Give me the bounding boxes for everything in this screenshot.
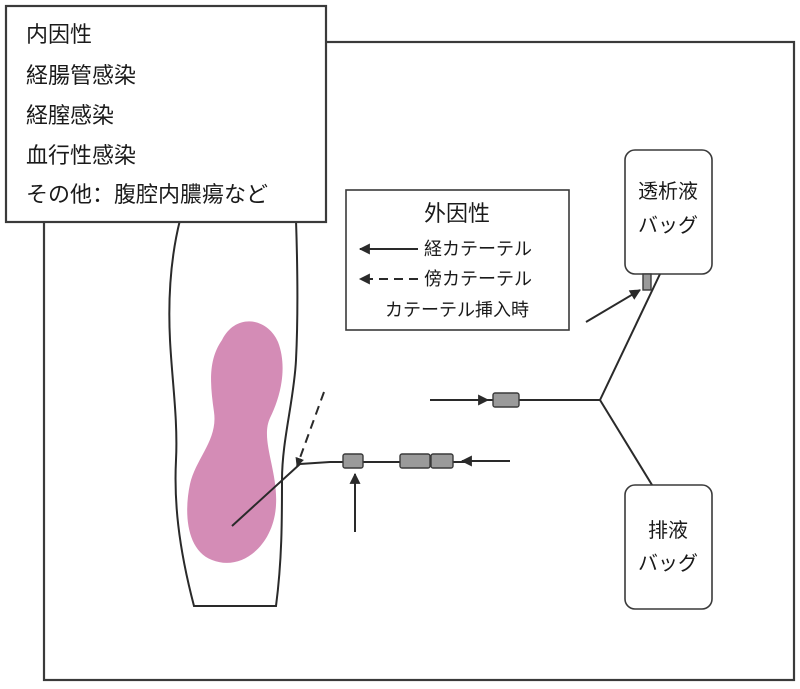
dialysate-bag-label-1: 透析液 xyxy=(638,179,698,203)
catheter-connector-2b xyxy=(430,453,454,469)
catheter-line xyxy=(231,461,600,527)
drain-bag-label-2: バッグ xyxy=(638,551,698,575)
body-outline xyxy=(168,219,299,607)
legend-solid-label: 経カテーテル xyxy=(424,239,532,260)
outer-frame xyxy=(42,40,796,682)
endogenous-item: 血行性感染 xyxy=(26,144,136,169)
endogenous-item: 経腸管感染 xyxy=(26,64,136,89)
y-connector-to-dialysate xyxy=(599,273,661,401)
endogenous-item: その他：腹腔内膿瘍など xyxy=(26,183,268,208)
exogenous-legend-box xyxy=(345,189,570,331)
peritoneal-cavity xyxy=(187,321,283,563)
pericatheter-arrow xyxy=(295,391,325,467)
catheter-connector-1 xyxy=(342,453,364,469)
legend-insertion-label: カテーテル挿入時 xyxy=(385,300,529,321)
endogenous-item: 経膣感染 xyxy=(26,104,114,129)
dialysate-bag-label-2: バッグ xyxy=(638,213,698,237)
transfer-connector xyxy=(492,392,520,408)
transcatheter-arrow-bag-port xyxy=(585,289,641,323)
drain-bag-label-1: 排液 xyxy=(648,518,688,542)
y-connector-to-drain xyxy=(599,399,661,499)
dialysate-bag-port xyxy=(642,273,652,291)
drain-bag xyxy=(624,484,713,610)
exogenous-title: 外因性 xyxy=(424,202,490,227)
endogenous-title: 内因性 xyxy=(26,23,92,48)
catheter-connector-2a xyxy=(399,453,431,469)
endogenous-box xyxy=(4,4,328,224)
dialysate-bag xyxy=(624,149,713,275)
legend-dashed-label: 傍カテーテル xyxy=(424,269,532,290)
